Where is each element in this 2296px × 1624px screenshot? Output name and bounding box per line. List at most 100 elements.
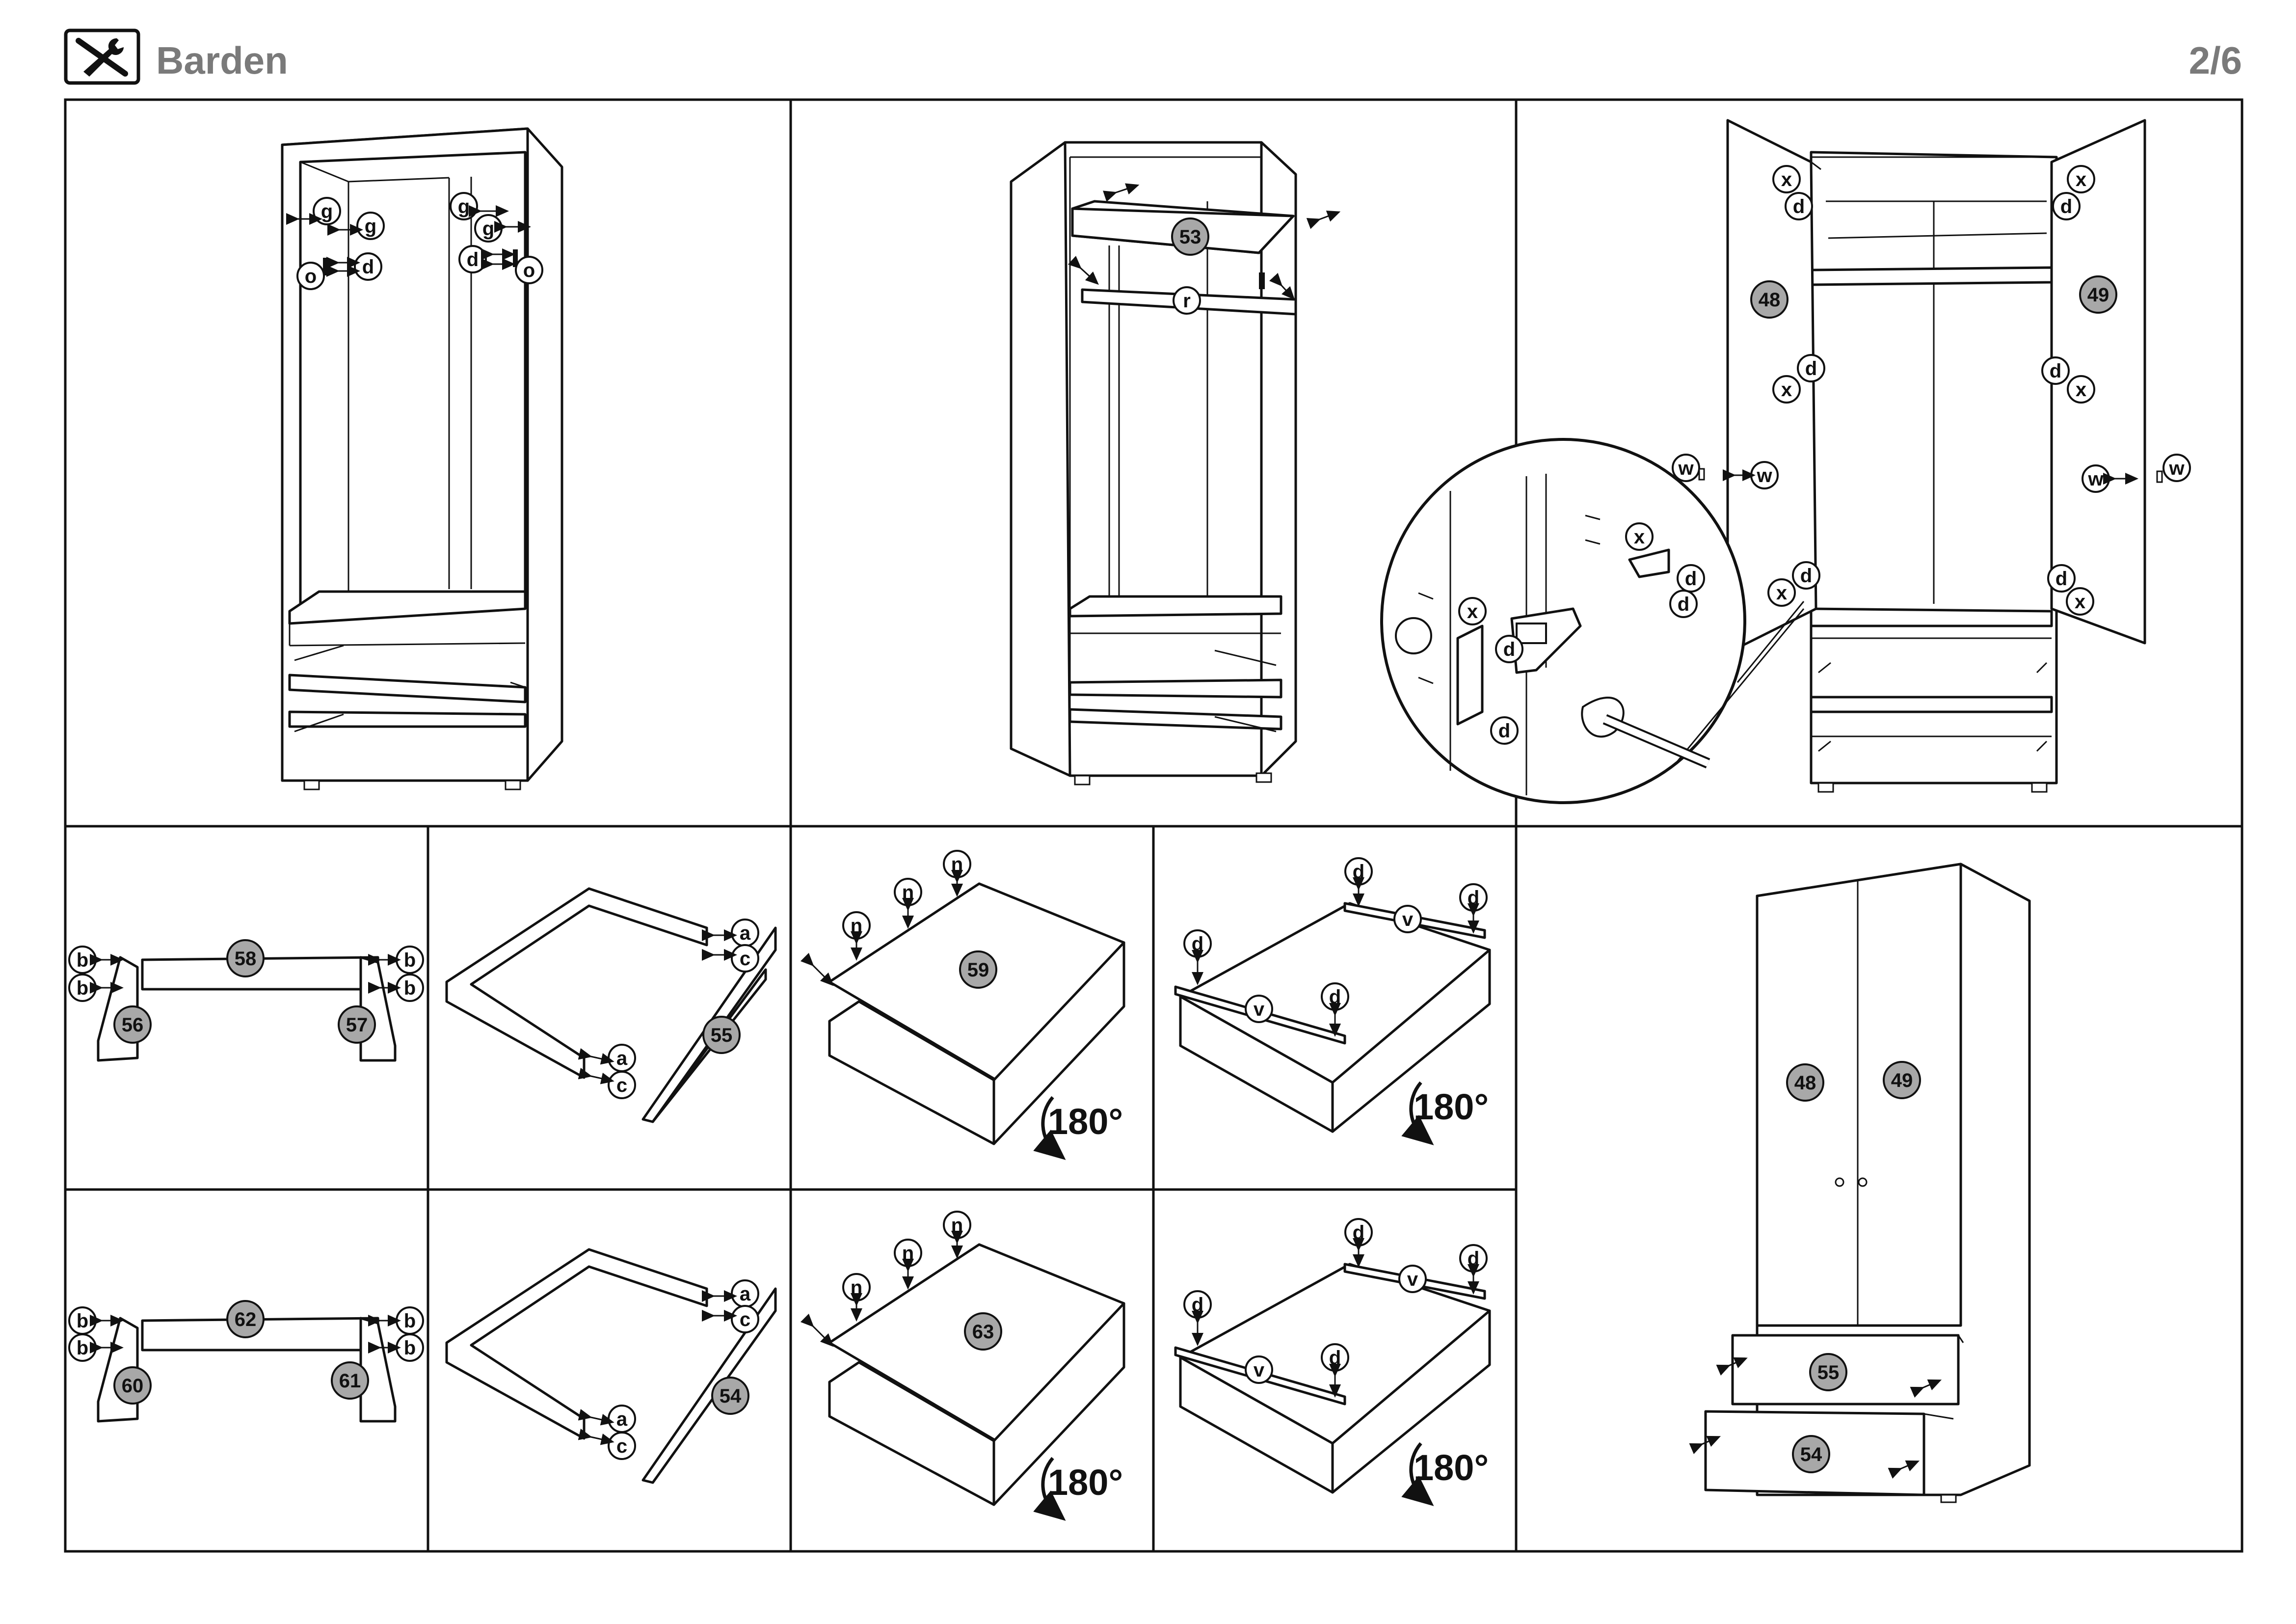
svg-text:60: 60 — [122, 1375, 144, 1397]
hardware-tag: c — [731, 944, 759, 973]
svg-text:x: x — [1781, 169, 1792, 190]
hardware-tag: d — [1321, 982, 1349, 1011]
svg-text:o: o — [523, 260, 535, 281]
part-label: 49 — [1883, 1061, 1921, 1099]
hardware-tag: x — [2067, 165, 2095, 193]
part-label: 58 — [226, 939, 265, 977]
part-label: 54 — [711, 1377, 749, 1415]
page-number: 2/6 — [2189, 39, 2242, 82]
svg-text:d: d — [362, 256, 374, 278]
svg-text:d: d — [2056, 568, 2067, 590]
hardware-tag: d — [1321, 1343, 1349, 1372]
panel-12-finished-wardrobe: 48 49 55 54 — [1689, 863, 2031, 1503]
svg-text:d: d — [1503, 639, 1515, 660]
part-label: 56 — [113, 1005, 152, 1044]
hardware-tag: v — [1398, 1265, 1427, 1293]
hardware-tag: b — [68, 946, 97, 974]
hardware-tag: b — [396, 1306, 424, 1335]
svg-text:n: n — [851, 915, 862, 937]
panel-3-doors: 48 49 x d d x d x d x w w w w d x x d — [1380, 119, 2191, 804]
part-label: 53 — [1171, 217, 1209, 256]
svg-text:55: 55 — [1817, 1362, 1840, 1383]
part-label: 48 — [1750, 280, 1789, 319]
svg-text:b: b — [77, 977, 88, 999]
svg-text:r: r — [1183, 290, 1191, 312]
svg-text:d: d — [1329, 986, 1341, 1008]
svg-text:b: b — [77, 949, 88, 971]
svg-text:a: a — [740, 922, 751, 944]
svg-text:w: w — [1756, 465, 1772, 487]
hardware-tag: g — [450, 192, 478, 220]
svg-text:x: x — [1776, 582, 1787, 604]
svg-text:g: g — [458, 196, 470, 217]
hardware-tag: d — [1459, 1244, 1488, 1272]
hardware-tag: d — [2047, 564, 2076, 593]
hardware-tag: d — [1344, 1218, 1373, 1246]
panel-grid — [64, 98, 2243, 1553]
hardware-tag: a — [731, 919, 759, 947]
hardware-tag: b — [396, 1333, 424, 1362]
svg-text:c: c — [740, 1309, 750, 1330]
hardware-tag: a — [731, 1279, 759, 1308]
svg-text:o: o — [305, 266, 317, 287]
hardware-tag: b — [68, 1306, 97, 1335]
hardware-tag: d — [1792, 561, 1820, 590]
svg-text:d: d — [2050, 360, 2061, 382]
hardware-tag: d — [1785, 192, 1813, 220]
svg-text:59: 59 — [967, 959, 989, 981]
svg-text:53: 53 — [1179, 226, 1201, 248]
svg-text:49: 49 — [2087, 284, 2109, 306]
hardware-tag: d — [1669, 590, 1698, 618]
svg-text:d: d — [467, 249, 479, 271]
hardware-tag: v — [1393, 905, 1422, 933]
part-label: 62 — [226, 1300, 265, 1338]
hardware-tag: w — [1672, 454, 1700, 482]
panel-4-drawer-sides: 58 56 57 b b b b — [68, 939, 424, 1062]
hardware-tag: r — [1173, 286, 1201, 315]
svg-text:x: x — [1467, 601, 1478, 623]
panel-5-drawer-frame: 55 a c a c — [445, 887, 777, 1123]
rotate-label: 180° — [1414, 1447, 1489, 1488]
hardware-tag: w — [2082, 464, 2110, 493]
svg-text:49: 49 — [1891, 1070, 1913, 1091]
part-label: 55 — [1809, 1353, 1847, 1391]
panel-7-drawer-runners: d v d d v d 180° — [1174, 857, 1491, 1145]
hardware-tag: n — [842, 911, 871, 940]
svg-text:v: v — [1402, 909, 1414, 930]
hardware-tag: d — [1495, 635, 1523, 663]
part-label: 60 — [113, 1366, 152, 1405]
svg-text:63: 63 — [972, 1321, 994, 1343]
svg-text:x: x — [2076, 169, 2086, 190]
svg-text:b: b — [404, 1310, 416, 1332]
hardware-tag: d — [1183, 1290, 1212, 1319]
tools-icon — [64, 28, 140, 85]
svg-text:a: a — [616, 1048, 628, 1069]
svg-text:x: x — [1781, 379, 1792, 401]
hardware-tag: g — [356, 212, 385, 240]
svg-text:a: a — [740, 1283, 751, 1305]
hardware-tag: x — [1458, 597, 1487, 625]
svg-text:b: b — [404, 949, 416, 971]
svg-text:x: x — [2076, 379, 2086, 401]
svg-text:d: d — [1685, 568, 1697, 590]
svg-text:n: n — [851, 1277, 862, 1299]
hardware-tag: d — [2052, 192, 2081, 220]
svg-text:54: 54 — [720, 1385, 742, 1407]
hardware-tag: n — [894, 1239, 922, 1267]
svg-text:55: 55 — [711, 1025, 733, 1046]
svg-text:c: c — [616, 1435, 627, 1457]
svg-text:g: g — [321, 201, 333, 222]
hinge-detail-view: x d d x d d — [1380, 438, 1805, 804]
hardware-tag: o — [296, 262, 325, 290]
svg-text:d: d — [1353, 861, 1364, 883]
panel-10-drawer-bottom: 63 n n n 180° — [800, 1211, 1125, 1521]
svg-text:g: g — [482, 218, 494, 240]
svg-text:d: d — [1498, 720, 1510, 742]
svg-text:d: d — [1192, 1294, 1203, 1316]
svg-text:62: 62 — [235, 1309, 257, 1330]
part-label: 49 — [2079, 275, 2117, 314]
svg-text:a: a — [616, 1408, 628, 1430]
hardware-tag: d — [1344, 857, 1373, 886]
hardware-tag: a — [608, 1405, 636, 1433]
svg-text:x: x — [2075, 591, 2085, 613]
